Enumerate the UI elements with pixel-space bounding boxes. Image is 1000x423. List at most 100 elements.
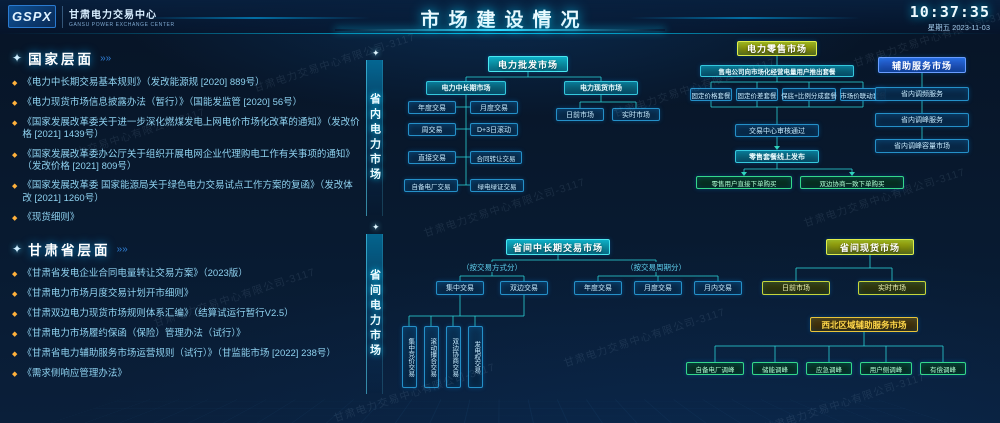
- node-retail-market: 电力零售市场: [737, 41, 817, 56]
- node-generation-rights-trade: 发电权交易: [468, 326, 483, 388]
- node-frequency-regulation: 省内调频服务: [875, 87, 969, 101]
- node-user-side-peak: 用户侧调峰: [860, 362, 912, 375]
- chevrons-icon: »»: [116, 243, 128, 255]
- node-bilateral-order: 双边协商一致下单购买: [800, 176, 904, 189]
- node-d3-rolling-trade: D+3日滚动: [470, 123, 518, 136]
- node-midlong-market: 电力中长期市场: [426, 81, 506, 95]
- doc-item[interactable]: ◆ 《国家发展改革委关于进一步深化燃煤发电上网电价市场化改革的通知》（发改价格 …: [12, 117, 360, 142]
- node-bilateral-negotiation: 双边协商交易: [446, 326, 461, 388]
- doc-title: 《甘肃省发电企业合同电量转让交易方案》（2023版）: [22, 268, 248, 280]
- doc-item[interactable]: ◆ 《甘肃双边电力现货市场规则体系汇编》（结算试运行暂行V2.5）: [12, 308, 360, 321]
- doc-title: 《国家发展改革委办公厅关于组织开展电网企业代理购电工作有关事项的通知》（发改价格…: [22, 148, 355, 173]
- node-captive-plant-trade: 自备电厂交易: [404, 179, 458, 192]
- chevrons-icon: »»: [100, 52, 112, 64]
- node-inter-midlong-market: 省间中长期交易市场: [506, 239, 610, 255]
- node-annual-trade: 年度交易: [574, 281, 622, 295]
- doc-title: 《现货细则》: [22, 212, 80, 224]
- node-fixed-spread-package: 固定价差套餐: [736, 88, 778, 101]
- node-day-ahead-market: 日前市场: [762, 281, 830, 295]
- sparkle-icon: ✦: [372, 48, 380, 58]
- logo: GSPX 甘肃电力交易中心 GANSU POWER EXCHANGE CENTE…: [8, 5, 175, 28]
- node-contract-transfer-trade: 合同转让交易: [470, 151, 522, 164]
- node-green-cert-trade: 绿电绿证交易: [470, 179, 524, 192]
- node-emergency-peak: 应急调峰: [806, 362, 852, 375]
- node-weekly-trade: 周交易: [408, 123, 456, 136]
- node-monthly-trade: 月度交易: [470, 101, 518, 114]
- doc-title: 《电力中长期交易基本规则》（发改能源规 [2020] 889号）: [22, 77, 265, 88]
- node-direct-trade: 直接交易: [408, 151, 456, 164]
- policy-panel: ✦ 国家层面 »» ◆ 《电力中长期交易基本规则》（发改能源规 [2020] 8…: [12, 46, 360, 388]
- node-peak-capacity-market: 省内调峰容量市场: [875, 139, 969, 153]
- doc-title: 《电力现货市场信息披露办法（暂行）》（国能发监管 [2020] 56号）: [22, 97, 303, 108]
- node-monthly-trade: 月度交易: [634, 281, 682, 295]
- diamond-bullet-icon: ◆: [12, 351, 18, 359]
- node-paid-peak: 有偿调峰: [920, 362, 966, 375]
- node-retail-intro: 售电公司向市场化经营电量用户推出套餐: [700, 65, 854, 77]
- clock-date: 星期五 2023-11-03: [927, 23, 990, 32]
- star-icon: ✦: [12, 51, 23, 65]
- title-underline-decoration: [335, 29, 665, 31]
- node-realtime-market: 实时市场: [858, 281, 926, 295]
- node-spot-market: 电力现货市场: [564, 81, 638, 95]
- doc-item[interactable]: ◆ 《电力中长期交易基本规则》（发改能源规 [2020] 889号）: [12, 77, 360, 90]
- doc-item[interactable]: ◆ 《甘肃省发电企业合同电量转让交易方案》（2023版）: [12, 268, 360, 281]
- watermark: 甘肃电力交易中心有限公司-3117: [562, 306, 727, 370]
- clock-time: 10:37:35: [909, 3, 990, 21]
- section-title: 国家层面: [28, 52, 95, 67]
- header-deco-line-left: [140, 17, 370, 19]
- node-direct-order: 零售用户直接下单购买: [696, 176, 792, 189]
- doc-item[interactable]: ◆ 《甘肃省电力辅助服务市场运营规则（试行）》（甘监能市场 [2022] 238…: [12, 348, 360, 361]
- sparkle-icon: ✦: [372, 222, 380, 232]
- doc-item[interactable]: ◆ 《现货细则》: [12, 212, 360, 225]
- diamond-bullet-icon: ◆: [12, 120, 18, 127]
- doc-title: 《甘肃电力市场履约保函（保险）管理办法（试行）》: [22, 328, 246, 340]
- strip-label: 省间电力市场: [368, 269, 381, 359]
- node-centralized-bidding: 集中竞价交易: [402, 326, 417, 388]
- clock: 10:37:35 星期五 2023-11-03: [910, 3, 990, 33]
- node-inter-spot-market: 省间现货市场: [826, 239, 914, 255]
- diamond-bullet-icon: ◆: [12, 151, 18, 159]
- strip-label: 省内电力市场: [368, 93, 381, 183]
- node-realtime-market: 实时市场: [612, 108, 660, 121]
- doc-title: 《需求侧响应管理办法》: [22, 368, 127, 380]
- node-nw-ancillary-market: 西北区域辅助服务市场: [810, 317, 918, 332]
- branch-label-by-mode: （按交易方式分）: [462, 263, 522, 272]
- diamond-bullet-icon: ◆: [12, 371, 18, 379]
- doc-title: 《甘肃省电力辅助服务市场运营规则（试行）》（甘监能市场 [2022] 238号）: [22, 348, 336, 360]
- doc-item[interactable]: ◆ 《甘肃电力市场履约保函（保险）管理办法（试行）》: [12, 328, 360, 341]
- node-wholesale-market: 电力批发市场: [488, 56, 568, 72]
- diamond-bullet-icon: ◆: [12, 215, 18, 223]
- doc-item[interactable]: ◆ 《电力现货市场信息披露办法（暂行）》（国能发监管 [2020] 56号）: [12, 97, 360, 110]
- node-rolling-matchmaking: 滚动撮合交易: [424, 326, 439, 388]
- node-intramonth-trade: 月内交易: [694, 281, 742, 295]
- section-header-national: ✦ 国家层面 »»: [12, 48, 360, 68]
- node-market-linked-package: 市场价联动套餐: [840, 88, 886, 101]
- doc-title: 《国家发展改革委 国家能源局关于绿色电力交易试点工作方案的复函》（发改体改 [2…: [22, 180, 353, 204]
- node-day-ahead-market: 日前市场: [556, 108, 604, 121]
- watermark: 甘肃电力交易中心有限公司-3117: [762, 371, 927, 423]
- branch-label-by-period: （按交易周期分）: [626, 263, 686, 272]
- node-annual-trade: 年度交易: [408, 101, 456, 114]
- doc-title: 《甘肃双边电力现货市场规则体系汇编》（结算试运行暂行V2.5）: [22, 308, 294, 320]
- doc-item[interactable]: ◆ 《甘肃电力市场月度交易计划开市细则》: [12, 288, 360, 301]
- node-exchange-review: 交易中心审核通过: [735, 124, 819, 137]
- doc-item[interactable]: ◆ 《需求侧响应管理办法》: [12, 368, 360, 381]
- diamond-bullet-icon: ◆: [12, 331, 18, 339]
- strip-inter-provincial-market: 省间电力市场: [366, 234, 383, 394]
- strip-intra-provincial-market: 省内电力市场: [366, 60, 383, 216]
- diamond-bullet-icon: ◆: [12, 183, 18, 191]
- diamond-bullet-icon: ◆: [12, 80, 18, 87]
- node-storage-peak: 储能调峰: [752, 362, 798, 375]
- header-deco-line-right: [630, 17, 860, 19]
- node-fixed-price-package: 固定价格套餐: [690, 88, 732, 101]
- node-peak-shaving: 省内调峰服务: [875, 113, 969, 127]
- perspective-grid-decoration: [0, 399, 1000, 423]
- logo-name-en: GANSU POWER EXCHANGE CENTER: [69, 21, 175, 28]
- diamond-bullet-icon: ◆: [12, 100, 18, 107]
- node-package-publish: 零售套餐线上发布: [735, 150, 819, 163]
- node-bilateral-trade: 双边交易: [500, 281, 548, 295]
- doc-item[interactable]: ◆ 《国家发展改革委 国家能源局关于绿色电力交易试点工作方案的复函》（发改体改 …: [12, 180, 360, 205]
- doc-item[interactable]: ◆ 《国家发展改革委办公厅关于组织开展电网企业代理购电工作有关事项的通知》（发改…: [12, 149, 360, 174]
- doc-title: 《国家发展改革委关于进一步深化燃煤发电上网电价市场化改革的通知》（发改价格 [2…: [22, 117, 360, 141]
